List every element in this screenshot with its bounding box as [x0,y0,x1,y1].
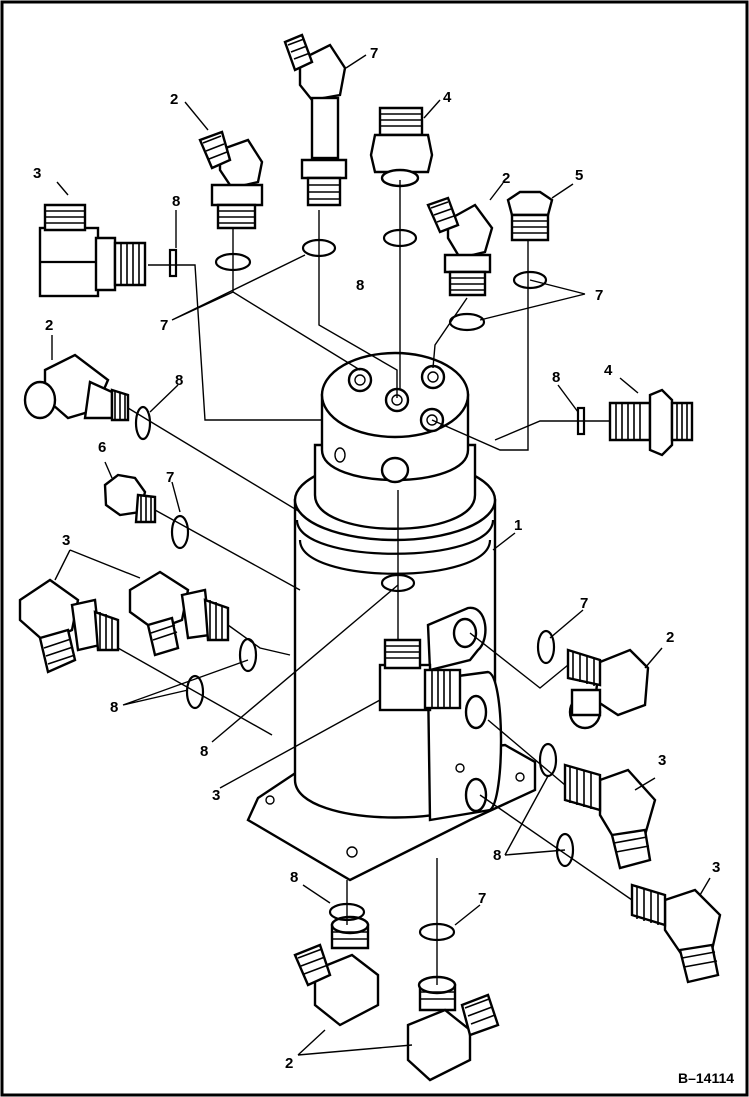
callout-3: 3 [712,859,720,876]
plug-fitting-5-top [506,190,554,242]
figure-id: B–14114 [678,1070,734,1086]
tube-fitting-6 [283,33,348,207]
elbow-fitting-2-left [23,353,130,422]
elbow-fitting-2-top [198,130,264,230]
callout-2: 2 [285,1055,293,1072]
elbow-fitting-3-left [38,203,147,298]
callout-7: 7 [160,317,168,334]
straight-fitting-4-top [369,106,434,188]
elbow-fitting-center [378,638,462,712]
callout-6: 7 [370,45,378,62]
callout-3: 3 [62,532,70,549]
plug-fitting-5-left [103,473,157,524]
callout-2: 2 [45,317,53,334]
straight-fitting-4-right [608,388,694,457]
elbow-fitting-2-bottom-b [406,975,500,1082]
callout-8: 8 [172,193,180,210]
callout-3: 3 [658,752,666,769]
elbow-fitting-3-right-a [563,763,657,870]
swivel-body [246,351,537,882]
callout-2: 2 [170,91,178,108]
callout-4: 4 [604,362,613,379]
elbow-fitting-2-right-mid [566,648,650,730]
callout-8: 8 [552,369,560,386]
callout-5: 5 [575,167,583,184]
callout-3: 3 [212,787,220,804]
callout-7: 7 [580,595,588,612]
callout-8: 8 [175,372,183,389]
elbow-fitting-2-right [426,196,494,297]
callout-8: 8 [356,277,364,294]
leader-lines [51,54,711,1056]
callout-2: 2 [502,170,510,187]
callouts: 7 2 4 3 2 5 8 8 7 7 2 8 8 4 6 7 1 3 7 2 … [33,45,720,1072]
callout-8: 8 [110,699,118,716]
assembly-lines [117,180,633,985]
elbow-fitting-3-left-b [128,570,230,657]
callout-7: 8 [290,869,298,886]
callout-1: 1 [514,517,522,534]
callout-7: 7 [478,890,486,907]
callout-5: 6 [98,439,106,456]
callout-3: 3 [33,165,41,182]
callout-8: 8 [493,847,501,864]
callout-2: 2 [666,629,674,646]
callout-4: 4 [443,89,452,106]
callout-8: 8 [200,743,208,760]
elbow-fitting-2-bottom-a [293,915,380,1027]
elbow-fitting-3-right-b [630,883,722,984]
callout-7: 7 [595,287,603,304]
elbow-fitting-3-left-a [18,578,120,674]
callout-7: 7 [166,469,174,486]
